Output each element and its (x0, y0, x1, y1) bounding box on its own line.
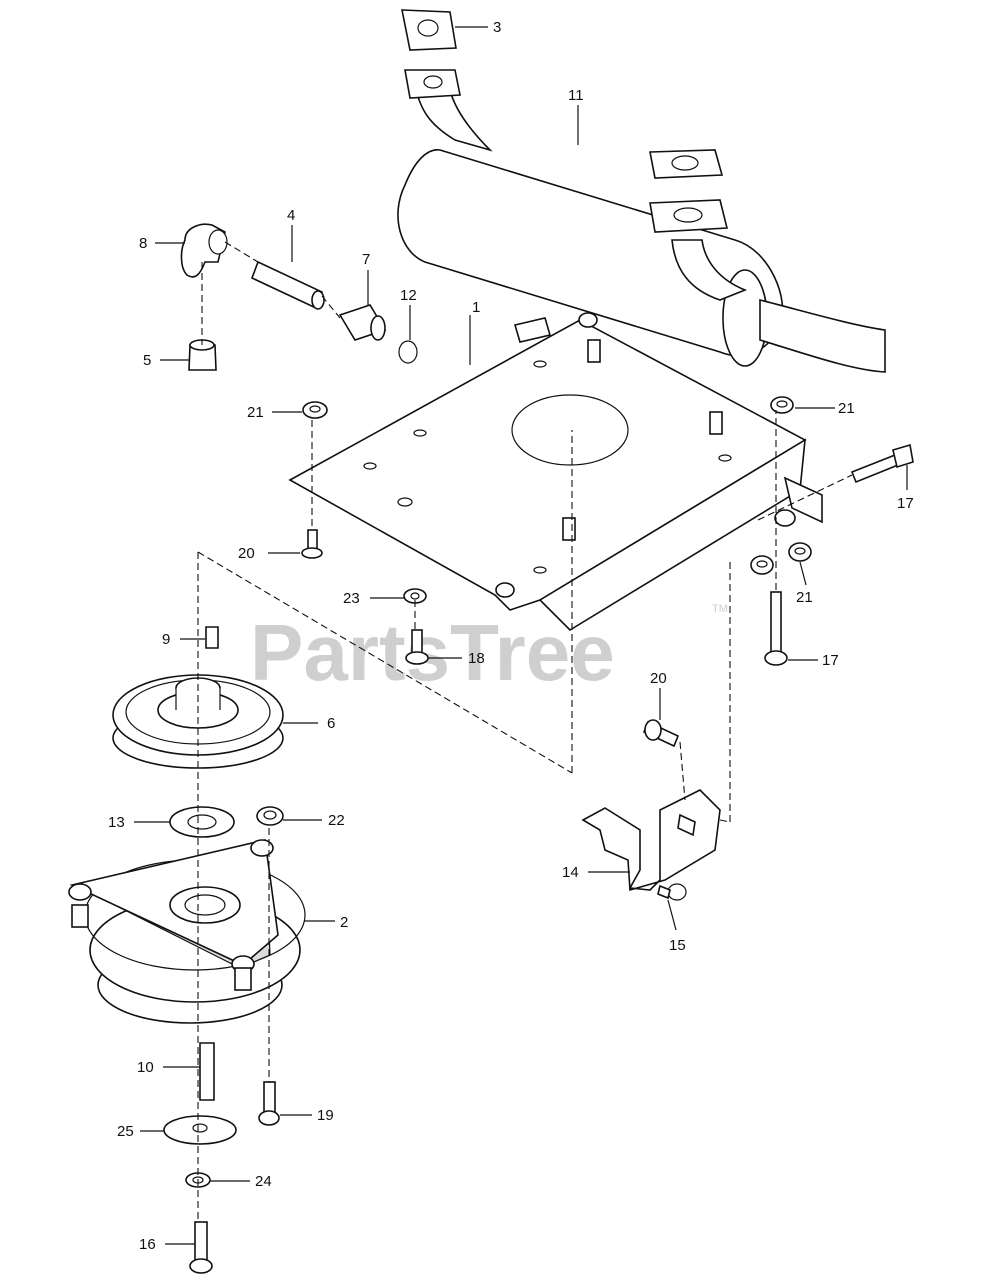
callout-20-right: 20 (650, 670, 667, 687)
elbow-fitting-part[interactable] (180, 223, 228, 278)
callout-5: 5 (143, 352, 151, 369)
hex-bolt-part[interactable] (764, 591, 788, 666)
washer-part[interactable] (403, 588, 427, 604)
watermark-trademark: TM (712, 603, 728, 615)
hex-bolt-part[interactable] (189, 1221, 213, 1274)
key-part[interactable] (205, 626, 219, 649)
lock-nut-part[interactable] (770, 396, 794, 414)
leader-lines (134, 26, 908, 1245)
pto-clutch-part[interactable] (68, 839, 306, 1024)
callout-21-left: 21 (247, 404, 264, 421)
callout-15: 15 (669, 937, 686, 954)
callout-9: 9 (162, 631, 170, 648)
shoulder-bolt-part[interactable] (642, 719, 680, 748)
callout-23: 23 (343, 590, 360, 607)
plug-part[interactable] (188, 339, 217, 371)
callout-17-lower: 17 (822, 652, 839, 669)
muffler-part[interactable] (397, 69, 886, 373)
callout-8: 8 (139, 235, 147, 252)
callout-3: 3 (493, 19, 501, 36)
callout-24: 24 (255, 1173, 272, 1190)
clip-part[interactable] (657, 883, 687, 901)
gasket-part[interactable] (401, 9, 457, 51)
callout-21-right: 21 (838, 400, 855, 417)
mounting-plate-part[interactable] (288, 317, 823, 632)
pipe-nipple-part[interactable] (250, 260, 325, 310)
callout-22: 22 (328, 812, 345, 829)
lock-nut-part[interactable] (774, 509, 796, 527)
callout-10: 10 (137, 1059, 154, 1076)
callout-2: 2 (340, 914, 348, 931)
lock-nut-part[interactable] (302, 401, 328, 419)
callout-18: 18 (468, 650, 485, 667)
callout-11: 11 (568, 87, 584, 104)
callout-25: 25 (117, 1123, 134, 1140)
watermark-brand: PartsTree (250, 608, 615, 697)
callout-17-upper: 17 (897, 495, 914, 512)
callout-12: 12 (400, 287, 417, 304)
lock-nut-part[interactable] (750, 555, 774, 575)
callout-14: 14 (562, 864, 579, 881)
callout-1: 1 (472, 299, 480, 316)
callout-labels: 1 2 3 4 5 6 7 8 9 10 11 12 13 14 15 16 1… (108, 19, 914, 1253)
shoulder-bolt-part[interactable] (301, 529, 323, 559)
washer-part[interactable] (163, 1115, 237, 1145)
callout-13: 13 (108, 814, 125, 831)
adapter-fitting-part[interactable] (338, 304, 387, 341)
callout-4: 4 (287, 207, 295, 224)
callout-20-left: 20 (238, 545, 255, 562)
lock-nut-part[interactable] (495, 582, 515, 598)
callout-7: 7 (362, 251, 370, 268)
hex-nut-part[interactable] (256, 806, 284, 826)
o-ring-part[interactable] (398, 340, 418, 364)
spacer-part[interactable] (169, 806, 235, 838)
hex-bolt-part[interactable] (850, 443, 914, 484)
callout-21-lower: 21 (796, 589, 813, 606)
key-part[interactable] (199, 1042, 215, 1101)
callout-16: 16 (139, 1236, 156, 1253)
lock-nut-part[interactable] (788, 542, 812, 562)
bracket-part[interactable] (581, 789, 721, 892)
assembly-lines (197, 241, 853, 1222)
lock-nut-part[interactable] (578, 312, 598, 328)
callout-19: 19 (317, 1107, 334, 1124)
callout-6: 6 (327, 715, 335, 732)
hex-bolt-part[interactable] (258, 1081, 280, 1126)
